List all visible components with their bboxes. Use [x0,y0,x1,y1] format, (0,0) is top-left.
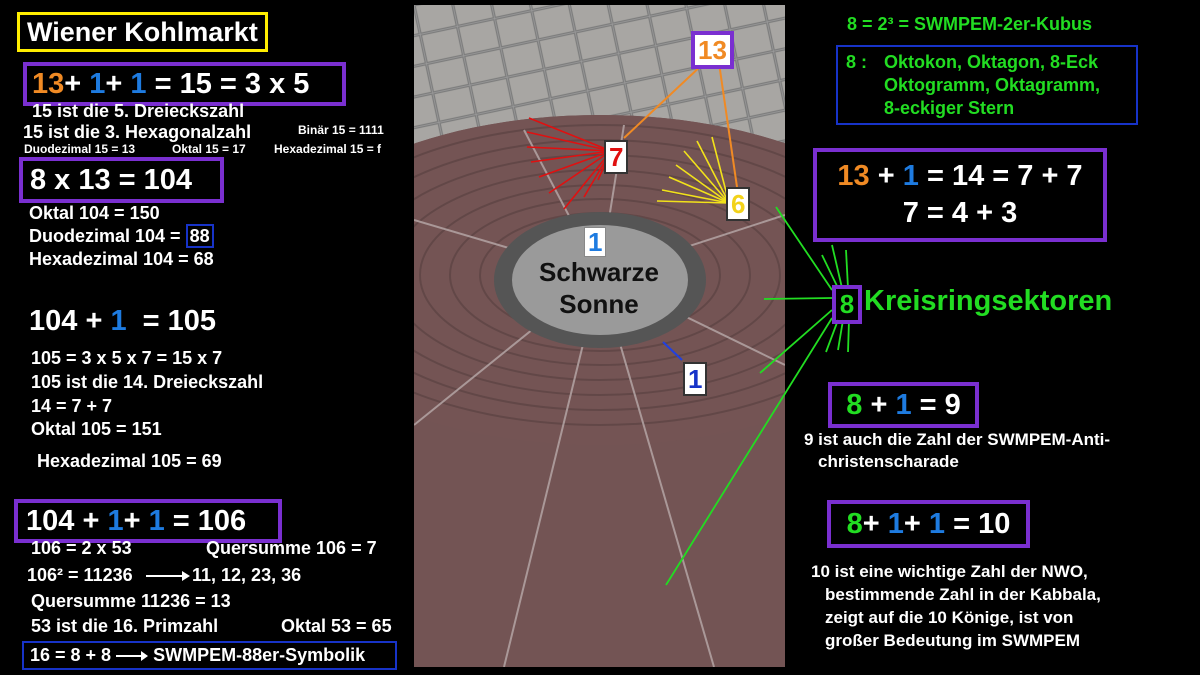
arrow-right-icon [146,571,190,581]
equation-9-box: 8 + 1 = 9 [828,382,979,428]
photo-panel: 1 Schwarze Sonne 7 6 13 1 [414,5,785,667]
fact-octal-15: Oktal 15 = 17 [172,142,246,156]
ring-sectors-label: Kreisringsektoren [864,285,1113,317]
fact-prime-53: 53 ist die 16. Primzahl [31,616,219,636]
fact-duodecimal-15: Duodezimal 15 = 13 [24,142,136,156]
ring-label-1: 1 [683,362,708,396]
number-8: 8 [846,508,863,540]
schwarze-sonne-label: Schwarze Sonne [539,257,659,319]
fact-hex-15: Hexadezimal 15 = f [274,142,382,156]
number-13: 13 [32,68,65,100]
fact-factor-106: 106 = 2 x 53 [31,538,132,558]
fact-triangular-105: 105 ist die 14. Dreieckszahl [31,372,264,392]
fact-octal-105: Oktal 105 = 151 [31,419,162,439]
fact-binary-15: Binär 15 = 1111 [298,123,384,137]
fact-duodecimal-104: Duodezimal 104 = 88 [29,224,214,248]
fact-octal-53: Oktal 53 = 65 [281,616,392,636]
number-1: 1 [902,160,919,192]
equation-15-box: 13+ 1+ 1 = 15 = 3 x 5 [23,62,346,106]
equation-10-box: 8+ 1+ 1 = 10 [827,500,1030,548]
fact-hexagonal-15: 15 ist die 3. Hexagonalzahl [23,122,252,142]
ten-fact-line3: zeigt auf die 10 Könige, ist von [825,608,1074,627]
number-13: 13 [837,160,870,192]
equation-105: 104 + 1 = 105 [29,305,217,337]
fact-digitsum-11236: Quersumme 11236 = 13 [31,591,231,611]
cube-fact: 8 = 2³ = SWMPEM-2er-Kubus [847,14,1093,34]
number-1: 1 [110,305,127,337]
equation-106-box: 104 + 1+ 1 = 106 [14,499,282,543]
fact-sequence: 11, 12, 23, 36 [192,565,302,585]
fact-triangular-15: 15 ist die 5. Dreieckszahl [32,101,245,121]
octagon-box: 8 : Oktokon, Oktagon, 8-Eck Oktogramm, O… [836,45,1138,125]
fact-square-106: 106² = 11236 [27,565,133,585]
page-title: Wiener Kohlmarkt [27,17,258,47]
equation-14-box: 13 + 1 = 14 = 7 + 7 7 = 4 + 3 [813,148,1107,242]
fact-hex-105: Hexadezimal 105 = 69 [37,451,222,471]
fact-octal-104: Oktal 104 = 150 [29,203,160,223]
fact-sum-14: 14 = 7 + 7 [31,396,113,416]
sector-label-13: 13 [691,31,734,69]
fact-factor-105: 105 = 3 x 5 x 7 = 15 x 7 [31,348,223,368]
ten-fact-line1: 10 ist eine wichtige Zahl der NWO, [811,562,1088,581]
equation-result: = 15 = 3 x 5 [154,68,310,100]
ten-fact-line4: großer Bedeutung im SWMPEM [825,631,1080,650]
equation-104: 8 x 13 = 104 [30,164,193,196]
number-1: 1 [107,505,124,537]
highlight-88: 88 [185,224,214,248]
ten-fact-line2: bestimmende Zahl in der Kabbala, [825,585,1101,604]
ring-number-box: 8 [832,285,862,324]
nine-fact-line2: christenscharade [818,452,959,471]
number-1: 1 [895,389,912,421]
number-1: 1 [89,68,106,100]
center-label-1: 1 [584,227,607,257]
page-title-box: Wiener Kohlmarkt [17,12,268,52]
sector-label-6: 6 [726,187,751,221]
fact-digitsum-106: Quersumme 106 = 7 [206,538,377,558]
nine-fact-line1: 9 ist auch die Zahl der SWMPEM-Anti- [804,430,1111,449]
number-1: 1 [887,508,904,540]
equation-7: 7 = 4 + 3 [902,197,1018,229]
sector-label-7: 7 [604,140,629,174]
number-1: 1 [148,505,165,537]
number-8: 8 [846,389,863,421]
number-1: 1 [928,508,946,540]
number-1: 1 [130,68,147,100]
fact-hex-104: Hexadezimal 104 = 68 [29,249,214,269]
symbolism-box: 16 = 8 + 8 SWMPEM-88er-Symbolik [22,641,397,670]
equation-104-box: 8 x 13 = 104 [19,157,224,203]
arrow-right-icon [116,651,149,662]
center-disc [512,225,688,335]
